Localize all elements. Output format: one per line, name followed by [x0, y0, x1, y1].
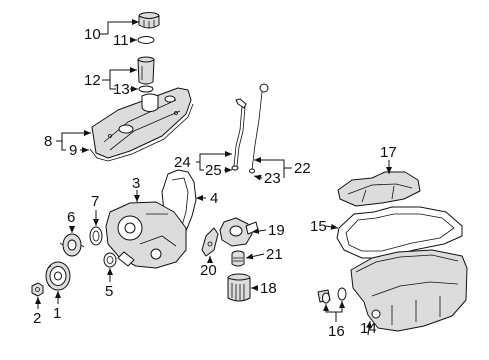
crankshaft-pulley-part: [45, 261, 71, 291]
callout-19: 19: [268, 222, 285, 239]
callout-3: 3: [132, 175, 140, 192]
callout-9: 9: [69, 142, 77, 159]
callout-labels: 10 11 12 13 8 9 7 6 3 4 5 1 2 24 25 22 2…: [33, 26, 397, 340]
callout-2: 2: [33, 310, 41, 327]
callout-12: 12: [84, 72, 101, 89]
callout-14: 14: [360, 320, 377, 337]
callout-1: 1: [53, 305, 61, 322]
callout-5: 5: [105, 283, 113, 300]
callout-21: 21: [266, 246, 283, 263]
callout-25: 25: [205, 162, 222, 179]
callout-8: 8: [44, 133, 52, 150]
callout-24: 24: [174, 154, 191, 171]
callout-18: 18: [260, 280, 277, 297]
water-pump-part: [105, 201, 187, 269]
callout-16: 16: [328, 323, 345, 340]
callout-22: 22: [294, 160, 311, 177]
dipstick-part: [249, 83, 269, 174]
oil-pan-gasket-part: [336, 206, 463, 259]
callout-6: 6: [67, 209, 75, 226]
valve-cover-gasket-part: [89, 103, 194, 162]
pulley-hub-part: [59, 233, 85, 257]
oil-pan-part: [350, 249, 468, 332]
callout-13: 13: [113, 81, 130, 98]
seal-part: [89, 226, 103, 246]
leader-lines: [35, 19, 392, 336]
oil-filler-tube-part: [137, 56, 155, 85]
callout-23: 23: [264, 170, 281, 187]
callout-10: 10: [84, 26, 101, 43]
pulley-bolt-part: [31, 282, 44, 297]
drain-plug-part: [317, 287, 347, 304]
callout-20: 20: [200, 262, 217, 279]
bracket-part: [201, 227, 219, 257]
oil-pan-baffle-part: [337, 171, 421, 207]
oil-filler-cap-part: [138, 12, 160, 29]
thermostat-housing-part: [219, 217, 259, 247]
cap-seal-ring-part: [137, 36, 155, 44]
oil-filter-adapter-part: [231, 250, 245, 267]
oil-filter-part: [227, 273, 251, 302]
callout-11: 11: [113, 32, 129, 49]
callout-17: 17: [380, 144, 397, 161]
callout-4: 4: [210, 190, 218, 207]
callout-15: 15: [310, 218, 327, 235]
small-seal-part: [103, 252, 117, 268]
valve-cover-part: [91, 87, 192, 159]
dipstick-tube-part: [231, 98, 247, 171]
tube-seal-ring-part: [138, 85, 154, 93]
callout-7: 7: [91, 193, 99, 210]
